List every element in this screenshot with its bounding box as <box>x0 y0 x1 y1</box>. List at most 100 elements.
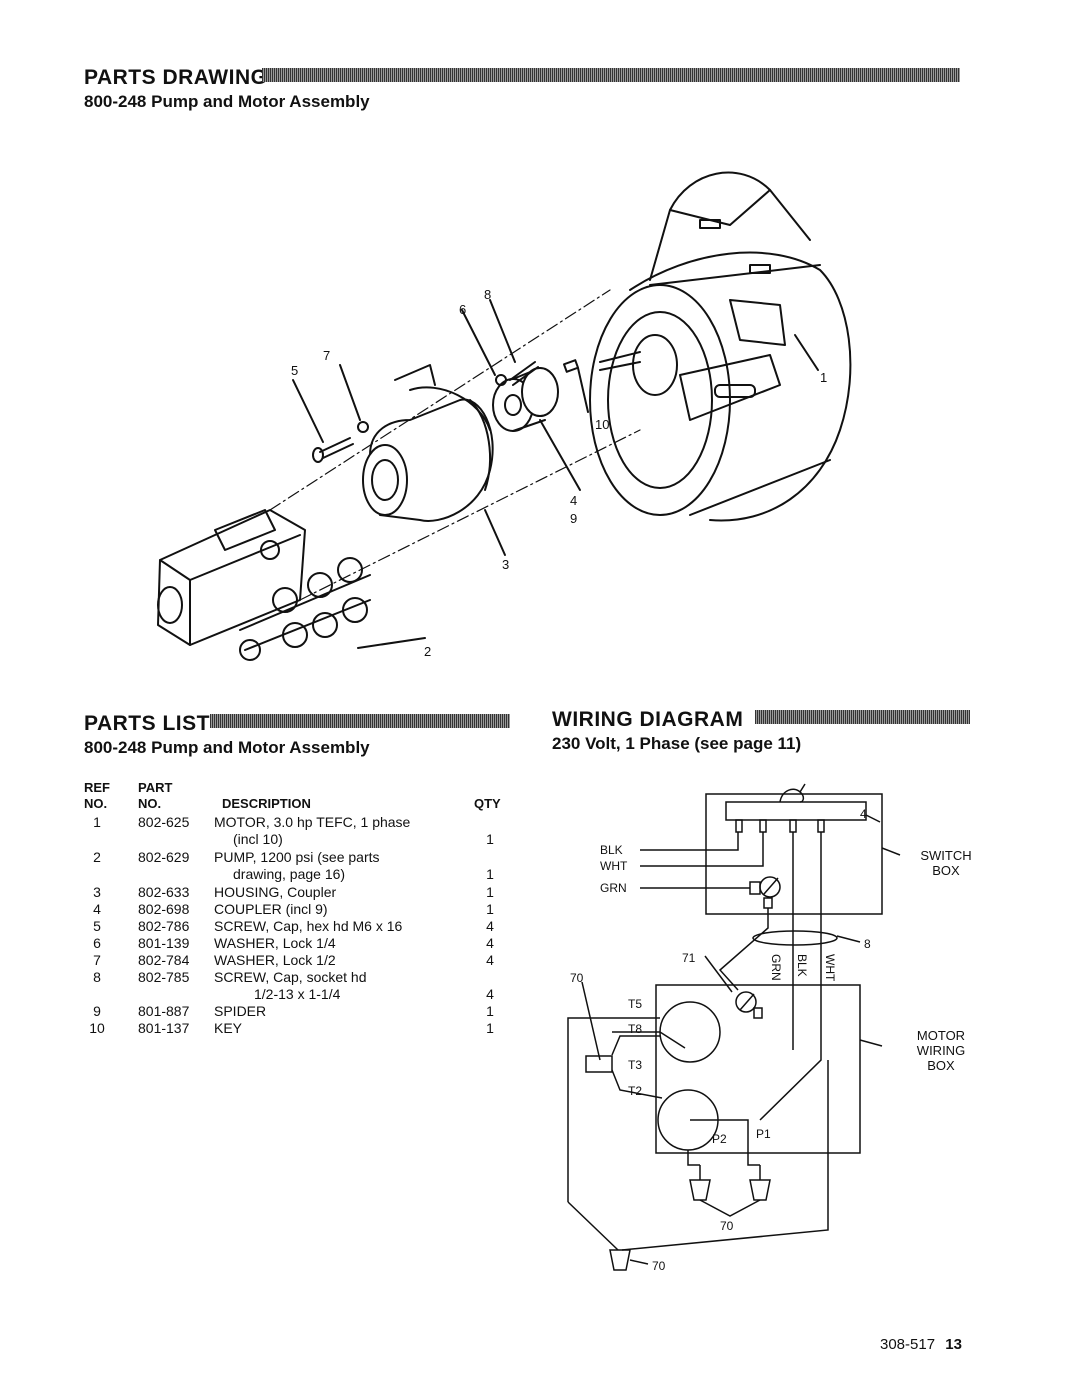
callout-4: 4 <box>570 493 577 508</box>
table-row: 6 801-139 WASHER, Lock 1/4 4 <box>84 935 504 952</box>
wire-label-wht: WHT <box>600 859 628 873</box>
part-no: 802-786 <box>138 918 190 934</box>
key-illustration <box>562 359 580 373</box>
callout-10: 10 <box>595 417 609 432</box>
wire-label-grn: GRN <box>600 881 627 895</box>
table-row: 9 801-887 SPIDER 1 <box>84 1003 504 1020</box>
motor-wiring-box-label: MOTOR WIRING BOX <box>906 1028 976 1073</box>
lead-label-t5: T5 <box>628 997 642 1011</box>
wiring-diagram-subheading: 230 Volt, 1 Phase (see page 11) <box>552 734 802 753</box>
motor-winding-upper-icon <box>659 1001 721 1063</box>
parts-list-heading-bar <box>210 714 510 728</box>
wire-nut-icon <box>609 1249 631 1271</box>
callout-8: 8 <box>484 287 491 302</box>
switch-box-label-text: SWITCH BOX <box>920 848 972 878</box>
part-no: 802-785 <box>138 969 190 985</box>
callout-2: 2 <box>424 644 431 659</box>
qty: 1 <box>486 901 494 917</box>
motor-wiring-box-outline <box>655 984 861 1154</box>
motor-wiring-box-label-text: MOTOR WIRING BOX <box>916 1028 966 1073</box>
description: SCREW, Cap, hex hd M6 x 16 <box>214 918 403 934</box>
exploded-assembly-drawing: 1 2 3 4 5 6 7 8 9 10 <box>157 171 852 661</box>
col-ref-top: REF <box>84 780 110 795</box>
ref-no: 1 <box>93 814 101 830</box>
switch-box-label: SWITCH BOX <box>916 848 976 878</box>
callout-wire-nut-70-middle: 70 <box>720 1219 734 1233</box>
parts-drawing-heading-bar <box>262 68 960 82</box>
hex-screw-illustration <box>319 437 354 459</box>
description: SPIDER <box>214 1003 267 1019</box>
parts-drawing-subheading: 800-248 Pump and Motor Assembly <box>84 92 370 111</box>
wiring-diagram-heading: WIRING DIAGRAM <box>552 708 744 731</box>
part-no: 802-698 <box>138 901 190 917</box>
table-row-continued: 1/2-13 x 1-1/4 4 <box>84 986 504 1003</box>
table-row-continued: (incl 10) 1 <box>84 831 504 848</box>
col-qty: QTY <box>474 796 501 811</box>
socket-screw-illustration <box>509 361 539 386</box>
description: PUMP, 1200 psi (see parts <box>214 849 380 865</box>
callout-6: 6 <box>459 302 466 317</box>
description: SCREW, Cap, socket hd <box>214 969 367 985</box>
wire-label-blk: BLK <box>600 843 623 857</box>
table-row: 4 802-698 COUPLER (incl 9) 1 <box>84 901 504 918</box>
ref-no: 7 <box>93 952 101 968</box>
motor-illustration <box>589 171 852 522</box>
qty: 4 <box>486 986 494 1002</box>
qty: 1 <box>486 1003 494 1019</box>
wire-label-vertical-wht: WHT <box>823 954 837 982</box>
document-number: 308-517 <box>880 1336 936 1353</box>
part-no: 802-625 <box>138 814 190 830</box>
coupler-illustration <box>492 367 559 432</box>
page-footer: 308-517 13 <box>880 1336 962 1353</box>
col-part-bottom: NO. <box>138 796 162 811</box>
qty: 4 <box>486 952 494 968</box>
callout-wire-nut-70-bottom: 70 <box>652 1259 666 1273</box>
ref-no: 5 <box>93 918 101 934</box>
ref-no: 6 <box>93 935 101 951</box>
description: MOTOR, 3.0 hp TEFC, 1 phase <box>214 814 411 830</box>
description: WASHER, Lock 1/2 <box>214 952 336 968</box>
description: KEY <box>214 1020 243 1036</box>
callout-1: 1 <box>820 370 827 385</box>
wiring-diagram-heading-bar <box>755 710 970 724</box>
ground-terminal-icon <box>759 876 781 898</box>
col-part-top: PART <box>138 780 173 795</box>
description-continued: 1/2-13 x 1-1/4 <box>254 986 341 1002</box>
table-row: 10 801-137 KEY 1 <box>84 1020 504 1037</box>
switch-box-outline <box>705 793 883 915</box>
table-row: 1 802-625 MOTOR, 3.0 hp TEFC, 1 phase <box>84 814 504 831</box>
qty: 1 <box>486 831 494 847</box>
switch-icon <box>725 801 867 821</box>
wire-nut-icon <box>749 1179 771 1201</box>
part-no: 801-137 <box>138 1020 190 1036</box>
ref-no: 10 <box>89 1020 105 1036</box>
part-no: 801-139 <box>138 935 190 951</box>
callout-7: 7 <box>323 348 330 363</box>
table-row: 2 802-629 PUMP, 1200 psi (see parts <box>84 849 504 866</box>
description-continued: (incl 10) <box>233 831 283 847</box>
col-ref-bottom: NO. <box>84 796 108 811</box>
callout-3: 3 <box>502 557 509 572</box>
ref-no: 4 <box>93 901 101 917</box>
wiring-schematic: BLK WHT GRN 4 8 70 71 T5 T8 T3 T2 P1 P2 … <box>567 783 901 1273</box>
ref-no: 9 <box>93 1003 101 1019</box>
col-description: DESCRIPTION <box>222 796 311 811</box>
lead-label-p2: P2 <box>712 1132 727 1146</box>
lead-label-t2: T2 <box>628 1084 642 1098</box>
description-continued: drawing, page 16) <box>233 866 346 882</box>
callout-9: 9 <box>570 511 577 526</box>
wire-label-vertical-blk: BLK <box>795 954 809 977</box>
part-no: 801-887 <box>138 1003 190 1019</box>
part-no: 802-629 <box>138 849 190 865</box>
lead-label-t3: T3 <box>628 1058 642 1072</box>
qty: 1 <box>486 884 494 900</box>
callout-wire-nut-70-upper: 70 <box>570 971 584 985</box>
ref-no: 3 <box>93 884 101 900</box>
description: WASHER, Lock 1/4 <box>214 935 336 951</box>
ref-no: 2 <box>93 849 101 865</box>
description: HOUSING, Coupler <box>214 884 337 900</box>
callout-switch-4: 4 <box>860 807 867 821</box>
parts-list-subheading: 800-248 Pump and Motor Assembly <box>84 738 370 757</box>
ref-no: 8 <box>93 969 101 985</box>
qty: 1 <box>486 1020 494 1036</box>
